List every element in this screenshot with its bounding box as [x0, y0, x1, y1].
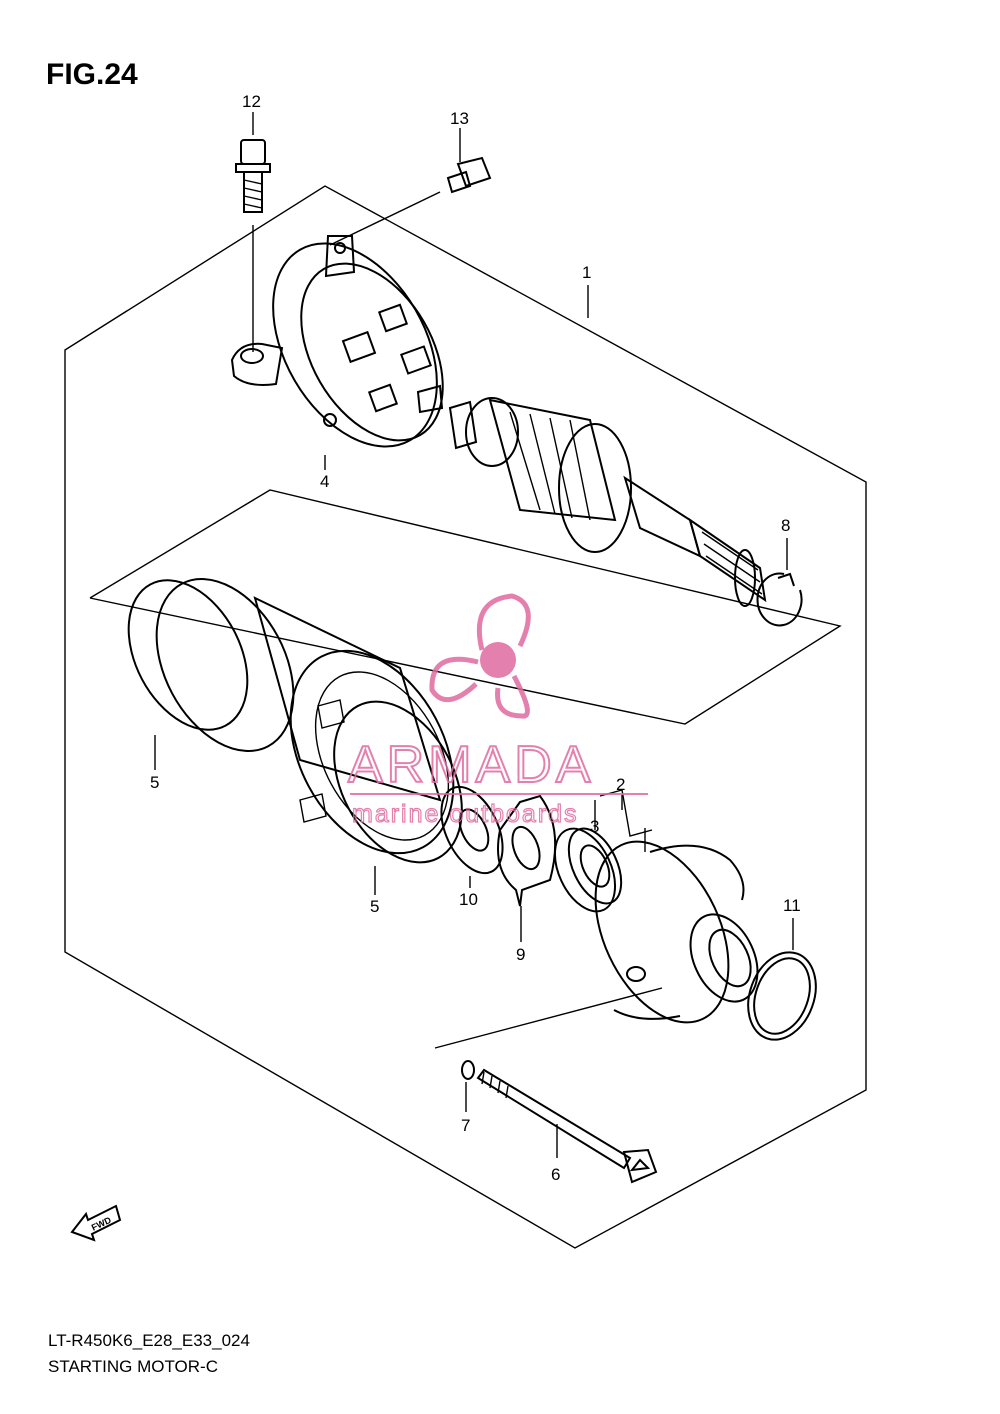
propeller-hub-icon: [480, 642, 516, 678]
circlip-part-8: [756, 538, 803, 627]
callout-13: 13: [450, 109, 469, 128]
propeller-logo-icon: [429, 593, 531, 719]
callout-11: 11: [783, 896, 801, 915]
armature: [448, 397, 767, 607]
o-ring-part-5-right: [333, 700, 463, 895]
callout-5-right: 5: [370, 897, 379, 916]
bolt-part-12: [235, 139, 271, 352]
front-housing-part-2: [594, 789, 759, 1024]
callout-8: 8: [781, 516, 790, 535]
washer-part-10: [440, 785, 504, 888]
callout-6: 6: [551, 1165, 560, 1184]
fwd-arrow-icon: FWD: [70, 1204, 122, 1242]
callout-4: 4: [320, 472, 329, 491]
callout-2: 2: [616, 775, 625, 794]
washer-part-7: [461, 1060, 475, 1112]
watermark-tagline: marine outboards: [352, 800, 579, 828]
callout-7: 7: [461, 1116, 470, 1135]
model-code: LT-R450K6_E28_E33_024: [48, 1331, 250, 1350]
assembly-outline: [64, 185, 867, 1249]
callout-1: 1: [582, 263, 591, 282]
yoke-housing: [155, 578, 455, 855]
o-ring-part-11: [747, 918, 817, 1041]
watermark-brand: ARMADA: [348, 736, 594, 794]
plate-part-9: [497, 794, 557, 942]
callout-3: 3: [590, 817, 599, 836]
callout-9: 9: [516, 945, 525, 964]
callout-10: 10: [459, 890, 478, 909]
figure-title: FIG.24: [46, 58, 138, 91]
armada-watermark: ARMADA marine outboards: [347, 593, 648, 829]
subassembly-bracket: [89, 489, 842, 725]
callout-5-left: 5: [150, 773, 159, 792]
callout-12: 12: [242, 92, 261, 111]
bearing-part-3: [553, 800, 623, 913]
bolt-group-line: [434, 987, 663, 1049]
brush-holder-part-4: [230, 235, 444, 470]
through-bolt-part-6: [476, 1068, 658, 1184]
o-ring-part-5-left: [127, 579, 249, 770]
section-name: STARTING MOTOR-C: [48, 1357, 218, 1376]
